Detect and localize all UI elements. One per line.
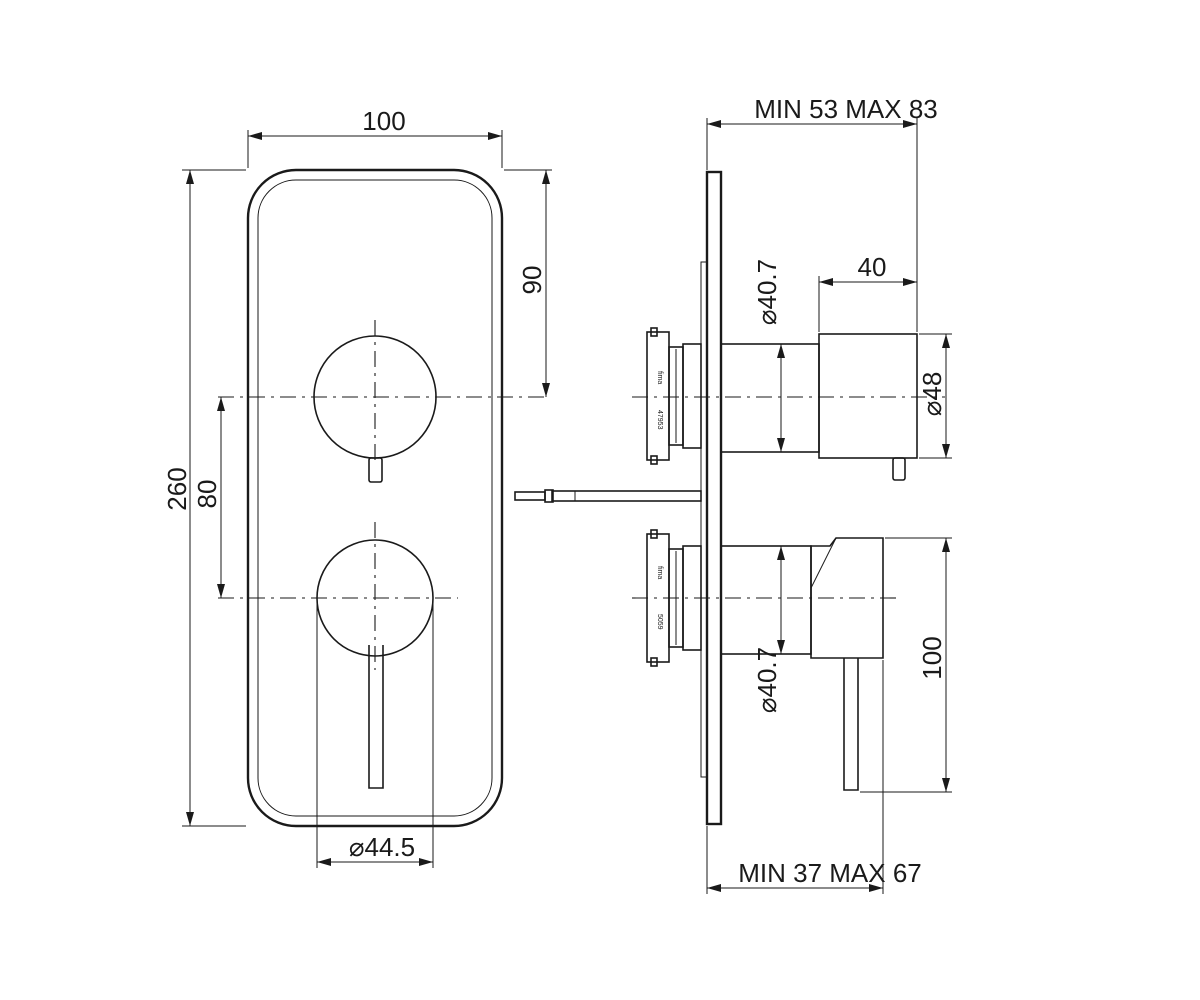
upper-valve-housing — [646, 331, 670, 461]
upper-side-knob-pin — [892, 457, 906, 481]
wall-plate-outer — [246, 168, 504, 828]
lower-cartridge-body — [720, 545, 812, 655]
side-wall-plate — [705, 170, 723, 826]
lower-valve-marking-1: fima — [656, 566, 663, 579]
knob-diameter-label: ⌀48 — [917, 372, 947, 417]
wall-plate-inner — [257, 179, 493, 817]
lower-body-diameter-label: ⌀40.7 — [752, 647, 782, 713]
upper-cartridge-body — [720, 343, 820, 453]
bottom-depth-label: MIN 37 MAX 67 — [738, 858, 922, 888]
upper-valve-marking-1: fima — [656, 371, 663, 384]
side-view: fima 47953 fima 5059 MIN 53 MAX 83 — [514, 94, 952, 894]
leveling-tool-joint — [544, 489, 554, 503]
upper-valve-tab-top — [650, 327, 658, 337]
handle-diameter-label: ⌀44.5 — [349, 832, 415, 862]
lower-valve-collar — [682, 545, 702, 651]
lower-handle-lever — [368, 645, 384, 789]
lower-valve-tab-bottom — [650, 657, 658, 667]
upper-side-knob — [818, 333, 918, 459]
upper-valve-collar — [682, 343, 702, 449]
upper-body-diameter-label: ⌀40.7 — [752, 259, 782, 325]
front-view: 100 260 90 80 ⌀44.5 — [162, 106, 552, 868]
leveling-tool-tip — [514, 491, 546, 501]
upper-valve-tab-bottom — [650, 455, 658, 465]
side-plate-seal — [700, 261, 708, 778]
upper-valve-marking-2: 47953 — [656, 410, 663, 430]
width-label: 100 — [362, 106, 405, 136]
lower-valve-tab-top — [650, 529, 658, 539]
height-label: 260 — [162, 467, 192, 510]
top-depth-label: MIN 53 MAX 83 — [754, 94, 938, 124]
lower-valve-marking-2: 5059 — [656, 614, 663, 630]
lower-lever — [843, 658, 859, 791]
handle-spacing-label: 80 — [192, 480, 222, 509]
leveling-tool-bar — [551, 490, 702, 502]
lower-lever-housing — [810, 537, 884, 659]
lever-height-label: 100 — [917, 636, 947, 679]
upper-knob-pin — [368, 457, 383, 483]
knob-depth-label: 40 — [858, 252, 887, 282]
top-to-knob-label: 90 — [517, 266, 547, 295]
lower-lever-housing-bevel — [810, 537, 837, 589]
